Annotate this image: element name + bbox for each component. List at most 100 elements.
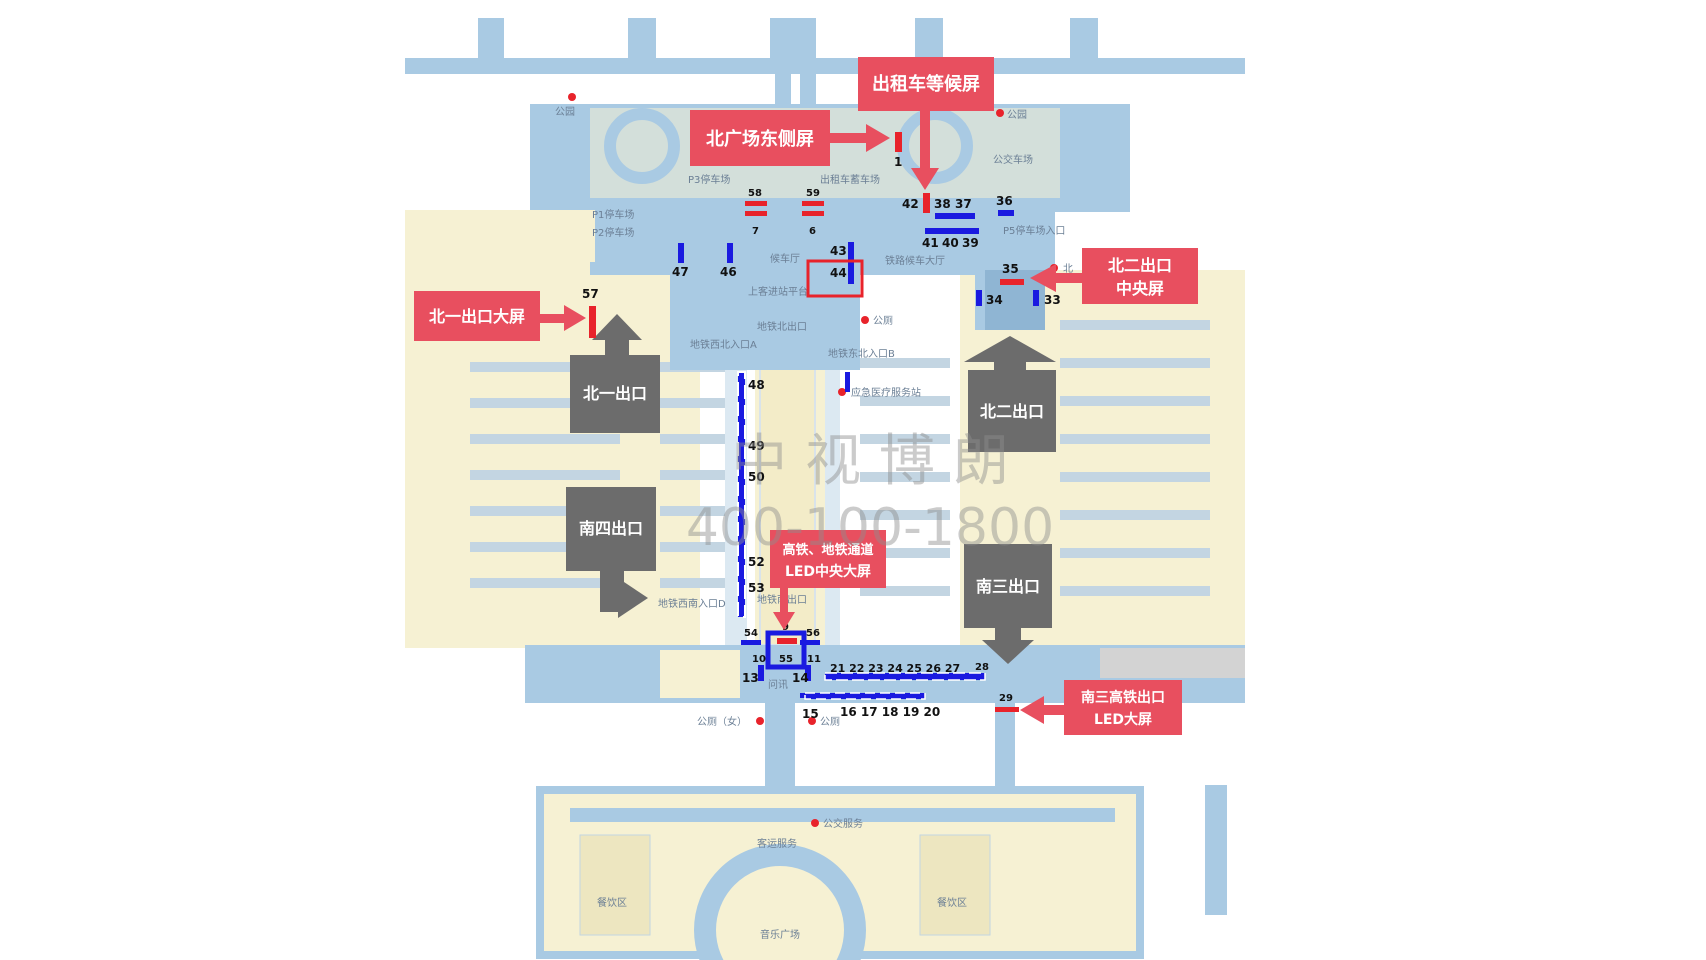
top-stub-1 (775, 74, 791, 104)
marker-21-27: 21 22 23 24 25 26 27 (830, 662, 960, 675)
exit-north-two-stem (994, 360, 1026, 372)
callouts: 北广场东侧屏 出租车等候屏 北二出口 中央屏 北一出口大屏 高铁、地铁通道 LE (414, 57, 1198, 735)
exits: 北一出口 北二出口 南四出口 南三出口 (566, 314, 1056, 664)
label-service-center: 客运服务 (757, 837, 797, 850)
left-wing (405, 210, 595, 262)
marker-58: 58 (748, 188, 762, 199)
marker-54: 54 (744, 628, 758, 639)
callout-hsr-metro-arrow-stem (780, 586, 788, 616)
callout-north-one-big-box (414, 291, 540, 341)
blue-screens (678, 210, 1039, 700)
exit-south-four: 南四出口 (566, 487, 656, 618)
callout-hsr-metro: 高铁、地铁通道 LED中央大屏 (770, 530, 886, 630)
exit-north-two-arrow (964, 336, 1056, 362)
marker-13: 13 (742, 671, 759, 685)
label-p1-parking: P1停车场 (592, 208, 634, 221)
screen-35 (1000, 279, 1024, 285)
marker-39: 39 (962, 236, 979, 250)
callout-north-two-center-text-2: 中央屏 (1116, 279, 1164, 298)
exit-north-two-label: 北二出口 (980, 402, 1044, 421)
bus-dot-top-left (568, 93, 576, 101)
callout-hsr-metro-arrow-head (773, 612, 795, 630)
callout-south-three: 南三高铁出口 LED大屏 (1020, 680, 1182, 735)
screen-46 (727, 243, 733, 263)
red-screens (589, 132, 1024, 712)
marker-41: 41 (922, 236, 939, 250)
screen-57 (589, 306, 596, 338)
exit-south-three-box (964, 544, 1052, 628)
screen-13 (758, 665, 764, 681)
callout-south-three-text-1: 南三高铁出口 (1081, 689, 1165, 706)
callout-north-one-big-text: 北一出口大屏 (429, 307, 525, 326)
callout-north-plaza-east-text: 北广场东侧屏 (706, 128, 814, 150)
screen-59-b (802, 211, 824, 216)
platform-stripes-right (860, 320, 1210, 596)
marker-28: 28 (975, 662, 989, 673)
screen-42 (923, 193, 930, 213)
screen-58-a (745, 201, 767, 206)
callout-north-plaza-east-arrow-stem (828, 133, 870, 143)
label-metro-east-entry: 地铁东北入口B (828, 347, 895, 360)
exit-south-four-box (566, 487, 656, 571)
callout-hsr-metro-text-2: LED中央大屏 (785, 563, 871, 580)
callout-south-three-text-2: LED大屏 (1094, 711, 1152, 728)
callout-north-one-big-arrow-stem (538, 314, 568, 323)
label-toilet-bottom: 公厕 (820, 716, 840, 728)
screen-41-39 (925, 228, 979, 234)
platform-stripes-left (470, 362, 725, 588)
south-gray-strip (1100, 648, 1245, 678)
medical-dot (838, 388, 846, 396)
marker-47: 47 (672, 265, 689, 279)
callout-hsr-metro-text-1: 高铁、地铁通道 (782, 542, 873, 558)
callout-south-three-arrow-stem (1040, 705, 1066, 715)
screen-38-37 (935, 213, 975, 219)
top-pillar-3 (770, 18, 816, 62)
callout-north-one-big: 北一出口大屏 (414, 291, 586, 341)
callout-north-plaza-east: 北广场东侧屏 (690, 110, 890, 166)
bus-dot-top-right (996, 109, 1004, 117)
callout-taxi-wait: 出租车等候屏 (858, 57, 994, 190)
exit-north-one-box (570, 355, 660, 433)
callout-north-two-center-box (1082, 248, 1198, 304)
label-bus-top-left: 公园 (555, 106, 575, 118)
music-plaza-ring (694, 844, 866, 960)
label-metro-west-entry: 地铁西北入口A (690, 338, 757, 351)
marker-46: 46 (720, 265, 737, 279)
screen-29 (995, 707, 1019, 712)
label-p5-entry: P5停车场入口 (1003, 224, 1065, 237)
dining-right (919, 834, 991, 936)
screen-48-53 (737, 371, 746, 618)
screen-21-28 (824, 672, 986, 681)
exit-south-three: 南三出口 (964, 544, 1052, 664)
callout-north-two-center-arrow-stem (1052, 273, 1084, 283)
top-stub-2 (800, 74, 816, 104)
label-medical: 应急医疗服务站 (851, 386, 921, 399)
marker-44: 44 (830, 266, 847, 280)
callout-taxi-wait-box (858, 57, 994, 111)
marker-50: 50 (748, 470, 765, 484)
marker-7: 7 (752, 226, 759, 237)
marker-43: 43 (830, 244, 847, 258)
south-band-left (660, 650, 740, 698)
screen-9 (777, 638, 797, 644)
label-p2-parking: P2停车场 (592, 226, 634, 239)
exit-north-one-label: 北一出口 (583, 384, 647, 403)
screen-43-44 (848, 242, 854, 284)
exit-south-three-stem (995, 626, 1021, 642)
marker-40: 40 (942, 236, 959, 250)
marker-numbers: 1 42 58 59 7 6 38 37 36 41 40 39 43 44 4… (582, 155, 1061, 721)
marker-36: 36 (996, 194, 1013, 208)
watermark-line-1: 中 视 博 朗 (731, 429, 1008, 494)
marker-49: 49 (748, 439, 765, 453)
screen-34 (976, 290, 982, 306)
screen-33 (1033, 290, 1039, 306)
marker-11: 11 (807, 654, 821, 665)
marker-52: 52 (748, 555, 765, 569)
label-waiting-area: 候车厅 (770, 252, 800, 265)
exit-north-one-arrow (592, 314, 642, 340)
marker-1: 1 (894, 155, 902, 169)
toilet-bottom-dot (808, 717, 816, 725)
screen-36 (998, 210, 1014, 216)
marker-59: 59 (806, 188, 820, 199)
